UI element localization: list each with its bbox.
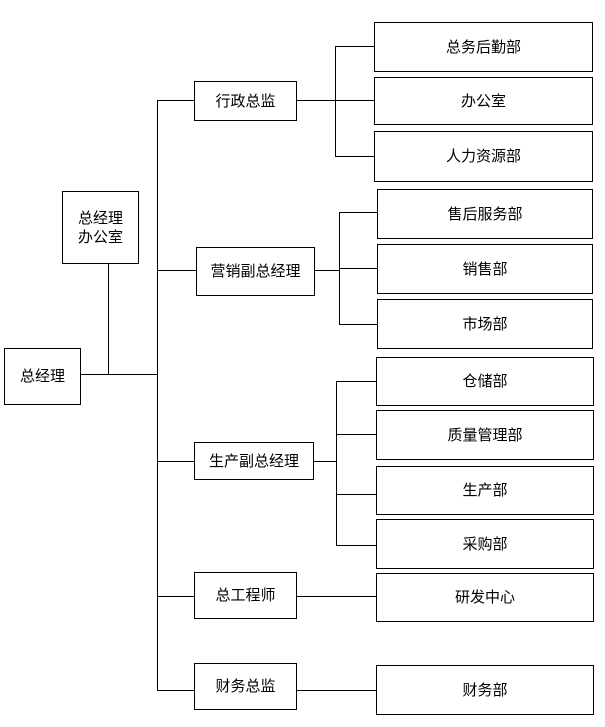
- connector: [339, 324, 378, 325]
- department-node: 生产部: [376, 466, 594, 515]
- node-label: 总工程师: [215, 586, 276, 605]
- node-label: 售后服务部: [447, 204, 523, 223]
- connector: [335, 46, 375, 47]
- department-node: 办公室: [374, 77, 593, 125]
- node-label: 仓储部: [462, 372, 508, 391]
- connector: [336, 494, 377, 495]
- connector: [296, 100, 336, 101]
- connector: [157, 100, 158, 690]
- node-label: 生产副总经理: [208, 451, 299, 470]
- node-label: 财务部: [462, 680, 508, 699]
- connector: [157, 100, 195, 101]
- department-node: 质量管理部: [376, 410, 594, 460]
- connector: [335, 100, 375, 101]
- node-label: 财务总监: [215, 677, 276, 696]
- department-node: 售后服务部: [377, 189, 593, 239]
- connector: [313, 461, 337, 462]
- node-label: 市场部: [462, 314, 508, 333]
- connector: [335, 46, 336, 156]
- node-label: 人力资源部: [445, 147, 521, 166]
- department-node: 销售部: [377, 244, 593, 294]
- director-node: 行政总监: [194, 81, 297, 121]
- connector: [157, 461, 195, 462]
- node-label: 总务后勤部: [445, 37, 521, 56]
- connector: [339, 268, 378, 269]
- node-label: 销售部: [462, 259, 508, 278]
- connector: [296, 690, 377, 691]
- node-label: 营销副总经理: [210, 262, 301, 281]
- connector: [336, 381, 337, 545]
- director-node: 总工程师: [194, 572, 297, 619]
- node-label: 生产部: [462, 481, 508, 500]
- connector: [339, 212, 378, 213]
- connector: [80, 374, 157, 375]
- director-node: 财务总监: [194, 663, 297, 710]
- director-node: 营销副总经理: [196, 247, 315, 296]
- connector: [336, 434, 377, 435]
- department-node: 采购部: [376, 519, 594, 569]
- department-node: 财务部: [376, 665, 594, 715]
- node-label: 办公室: [77, 227, 123, 246]
- root-node: 总经理: [4, 348, 81, 405]
- connector: [314, 270, 340, 271]
- node-label: 研发中心: [454, 588, 515, 607]
- department-node: 人力资源部: [374, 131, 593, 182]
- node-label: 总经理: [77, 208, 123, 227]
- connector: [336, 545, 377, 546]
- connector: [335, 156, 375, 157]
- connector: [157, 270, 197, 271]
- connector: [296, 596, 377, 597]
- department-node: 市场部: [377, 299, 593, 349]
- connector: [157, 690, 195, 691]
- node-label: 办公室: [460, 91, 506, 110]
- assistant-node: 总经理 办公室: [62, 191, 139, 264]
- director-node: 生产副总经理: [194, 442, 314, 480]
- department-node: 研发中心: [376, 573, 594, 622]
- connector: [336, 381, 377, 382]
- department-node: 总务后勤部: [374, 22, 593, 72]
- connector: [157, 596, 195, 597]
- node-label: 采购部: [462, 534, 508, 553]
- node-label: 质量管理部: [447, 425, 523, 444]
- node-label: 总经理: [19, 367, 65, 386]
- department-node: 仓储部: [376, 357, 594, 406]
- connector: [108, 264, 109, 375]
- node-label: 行政总监: [215, 91, 276, 110]
